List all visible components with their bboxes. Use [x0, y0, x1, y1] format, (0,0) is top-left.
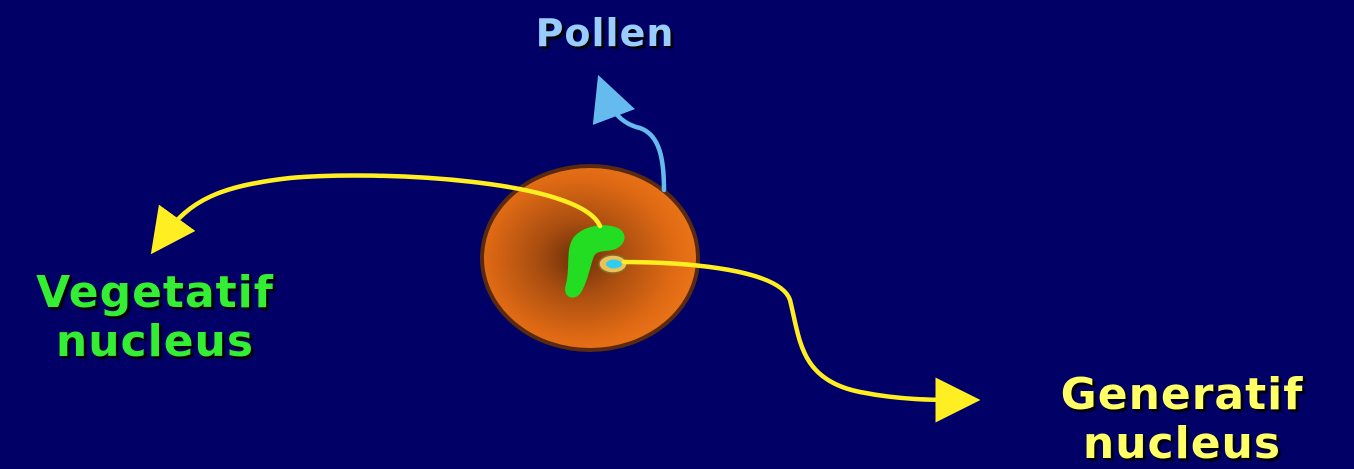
vegetatif-label-line1: Vegetatif: [0, 268, 310, 317]
pollen-label: Pollen: [505, 12, 705, 55]
generative-nucleus: [606, 260, 622, 269]
vegetatif-label-line2: nucleus: [0, 317, 310, 366]
pollen-label-text: Pollen: [505, 12, 705, 55]
generatif-label-line1: Generatif: [1010, 370, 1354, 419]
generatif-label-line2: nucleus: [1010, 419, 1354, 468]
vegetatif-nucleus-label: Vegetatif nucleus: [0, 268, 310, 367]
generatif-nucleus-label: Generatif nucleus: [1010, 370, 1354, 469]
